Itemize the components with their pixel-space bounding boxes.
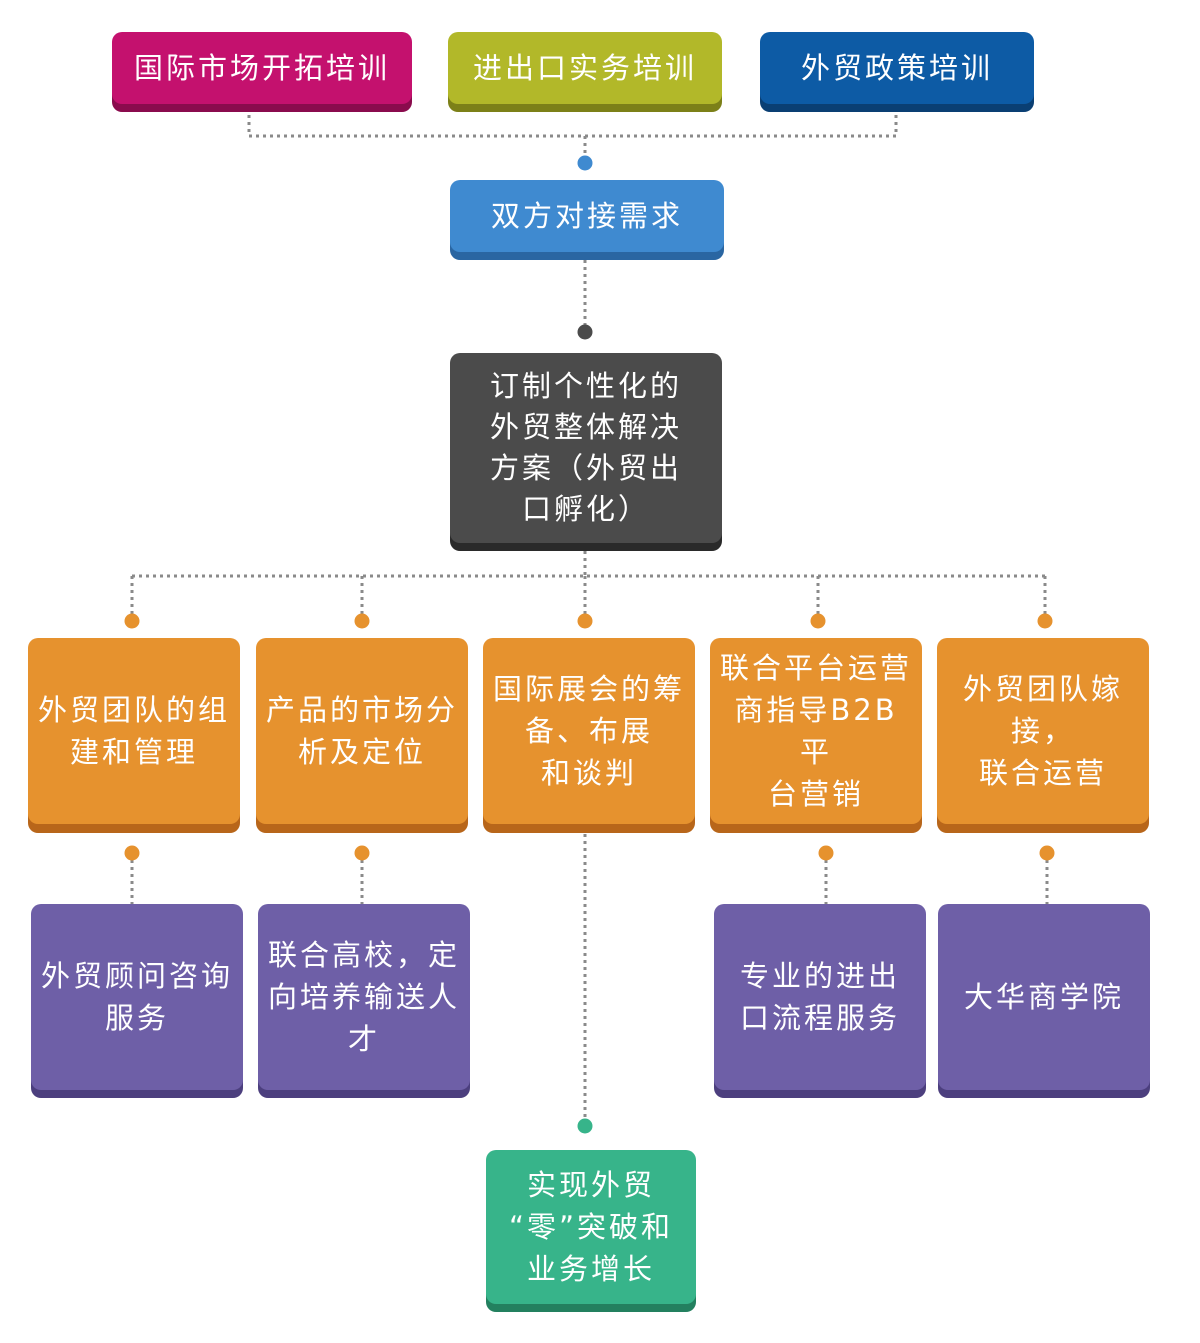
service-line: 产品的市场分 xyxy=(266,693,459,727)
demand-matching-label: 双方对接需求 xyxy=(490,199,683,233)
sub-service-line: 向培养输送人 xyxy=(268,980,461,1014)
custom-solution-line: 方案（外贸出 xyxy=(489,451,682,485)
service-line: 联合运营 xyxy=(978,756,1107,790)
service-market-analysis-box: 产品的市场分 析及定位 xyxy=(256,638,468,824)
dot-orange-3 xyxy=(577,613,593,629)
service-line: 析及定位 xyxy=(297,735,426,769)
service-team-building-box: 外贸团队的组 建和管理 xyxy=(28,638,240,824)
sub-service-line: 大华商学院 xyxy=(963,980,1124,1014)
trade-policy-training-label: 外贸政策培训 xyxy=(800,51,993,85)
sub-consulting-box: 外贸顾问咨询 服务 xyxy=(31,904,243,1090)
connector-top-bracket xyxy=(247,108,898,138)
outcome-line: 实现外贸 xyxy=(526,1168,655,1202)
dot-orange-6 xyxy=(124,845,140,861)
outcome-box: 实现外贸 “零”突破和 业务增长 xyxy=(486,1150,696,1304)
sub-service-line: 服务 xyxy=(104,1001,169,1035)
sub-service-line: 外贸顾问咨询 xyxy=(41,959,234,993)
service-line: 台营销 xyxy=(767,777,864,811)
service-line: 外贸团队嫁接， xyxy=(962,672,1123,748)
dot-orange-1 xyxy=(124,613,140,629)
outcome-line: “零”突破和 xyxy=(508,1210,674,1244)
sub-process-service-box: 专业的进出 口流程服务 xyxy=(714,904,926,1090)
dot-orange-5 xyxy=(1037,613,1053,629)
service-line: 外贸团队的组 xyxy=(38,693,231,727)
sub-service-line: 联合高校，定 xyxy=(268,938,461,972)
dot-green xyxy=(577,1118,593,1134)
service-line: 建和管理 xyxy=(69,735,198,769)
sub-service-line: 专业的进出 xyxy=(739,959,900,993)
service-line: 商指导B2B平 xyxy=(734,693,898,769)
sub-university-box: 联合高校，定 向培养输送人 才 xyxy=(258,904,470,1090)
sub-business-school-box: 大华商学院 xyxy=(938,904,1150,1090)
trade-policy-training-box: 外贸政策培训 xyxy=(760,32,1034,104)
service-b2b-platform-box: 联合平台运营 商指导B2B平 台营销 xyxy=(710,638,922,824)
sub-service-line: 才 xyxy=(347,1022,380,1056)
dot-orange-2 xyxy=(354,613,370,629)
import-export-training-label: 进出口实务培训 xyxy=(472,51,697,85)
dot-orange-9 xyxy=(1039,845,1055,861)
dot-orange-8 xyxy=(818,845,834,861)
service-line: 和谈判 xyxy=(540,756,637,790)
intl-market-training-box: 国际市场开拓培训 xyxy=(112,32,412,104)
sub-service-line: 口流程服务 xyxy=(739,1001,900,1035)
service-exhibition-box: 国际展会的筹 备、布展 和谈判 xyxy=(483,638,695,824)
custom-solution-line: 订制个性化的 xyxy=(489,369,682,403)
dot-blue xyxy=(577,155,593,171)
custom-solution-line: 口孵化） xyxy=(521,492,650,526)
dot-orange-7 xyxy=(354,845,370,861)
intl-market-training-label: 国际市场开拓培训 xyxy=(133,51,390,85)
import-export-training-box: 进出口实务培训 xyxy=(448,32,722,104)
dot-dark xyxy=(577,324,593,340)
dot-orange-4 xyxy=(810,613,826,629)
service-line: 联合平台运营 xyxy=(720,651,913,685)
service-line: 备、布展 xyxy=(524,714,653,748)
service-line: 国际展会的筹 xyxy=(493,672,686,706)
custom-solution-line: 外贸整体解决 xyxy=(489,410,682,444)
outcome-line: 业务增长 xyxy=(526,1252,655,1286)
service-team-grafting-box: 外贸团队嫁接， 联合运营 xyxy=(937,638,1149,824)
custom-solution-box: 订制个性化的 外贸整体解决 方案（外贸出 口孵化） xyxy=(450,353,722,543)
demand-matching-box: 双方对接需求 xyxy=(450,180,724,252)
